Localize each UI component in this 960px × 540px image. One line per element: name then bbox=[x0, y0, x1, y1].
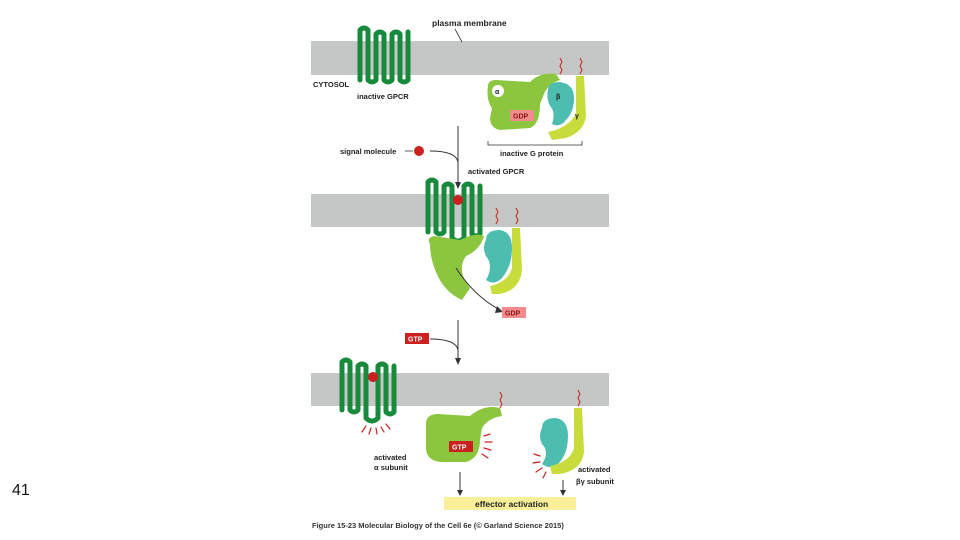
pointer-plasma-membrane bbox=[454, 28, 463, 43]
label-effector-activation: effector activation bbox=[475, 499, 548, 509]
lipid-anchor-3 bbox=[495, 207, 499, 225]
label-activated-bg-2: βγ subunit bbox=[576, 477, 614, 486]
label-plasma-membrane: plasma membrane bbox=[432, 18, 507, 28]
beta-gamma-glow bbox=[532, 453, 547, 479]
label-cytosol: CYTOSOL bbox=[313, 80, 350, 89]
gamma-subunit-inactive bbox=[548, 76, 586, 140]
alpha-subunit-inactive bbox=[487, 73, 560, 130]
bound-signal-molecule bbox=[453, 195, 463, 205]
arrowhead-signal bbox=[455, 182, 461, 189]
gdp-badge-bound bbox=[510, 110, 534, 121]
alpha-subunit-middle bbox=[428, 234, 484, 300]
gpcr-bottom-glow bbox=[361, 423, 391, 435]
membrane-top bbox=[311, 41, 609, 75]
label-inactive-gpcr: inactive GPCR bbox=[357, 92, 409, 101]
arrowhead-alpha-effector bbox=[457, 490, 463, 496]
arrowhead-gdp-release bbox=[495, 306, 503, 313]
signal-molecule bbox=[414, 146, 424, 156]
lipid-anchor-5 bbox=[499, 391, 503, 409]
arrow-gdp-release bbox=[455, 267, 501, 311]
lipid-anchor-2 bbox=[579, 57, 583, 75]
figure-caption: Figure 15-23 Molecular Biology of the Ce… bbox=[312, 521, 564, 530]
membrane-bottom bbox=[311, 373, 609, 406]
arrow-gtp bbox=[429, 320, 459, 362]
gpcr-inactive bbox=[357, 25, 411, 85]
label-activated-bg-1: activated bbox=[578, 465, 611, 474]
beta-letter: β bbox=[556, 94, 561, 101]
label-activated-alpha-2: α subunit bbox=[374, 463, 408, 472]
gamma-letter: γ bbox=[575, 113, 579, 120]
arrowhead-gtp bbox=[455, 358, 461, 365]
alpha-subunit-activated bbox=[426, 407, 502, 462]
label-activated-gpcr: activated GPCR bbox=[468, 167, 525, 176]
gpcr-activated bbox=[425, 177, 483, 244]
gpcr-bottom-signal bbox=[368, 372, 378, 382]
bracket-inactive-g-protein bbox=[487, 141, 583, 146]
gpcr-bottom bbox=[339, 357, 397, 424]
arrowhead-bg-effector bbox=[560, 490, 566, 496]
gdp-badge-bound-text: GDP bbox=[513, 114, 529, 121]
effector-activation-box bbox=[444, 497, 576, 510]
alpha-letter: α bbox=[495, 89, 500, 96]
alpha-subunit-glow bbox=[481, 433, 493, 459]
gamma-subunit-middle bbox=[490, 228, 522, 294]
beta-subunit-activated bbox=[540, 418, 568, 467]
gtp-badge-bound bbox=[449, 441, 473, 452]
lipid-anchor-4 bbox=[515, 207, 519, 225]
gtp-badge-free bbox=[405, 333, 429, 344]
beta-subunit-middle bbox=[484, 230, 512, 283]
gdp-badge-released-text: GDP bbox=[505, 311, 521, 318]
gdp-badge-released bbox=[502, 307, 526, 318]
beta-subunit-inactive bbox=[547, 82, 574, 126]
gtp-badge-free-text: GTP bbox=[408, 337, 423, 344]
lipid-anchor-6 bbox=[577, 389, 581, 407]
slide-number: 41 bbox=[12, 482, 30, 499]
label-signal-molecule: signal molecule bbox=[340, 147, 396, 156]
arrow-signal bbox=[429, 126, 459, 186]
label-inactive-g-protein: inactive G protein bbox=[500, 149, 564, 158]
label-activated-alpha-1: activated bbox=[374, 453, 407, 462]
gamma-subunit-activated bbox=[550, 408, 584, 474]
lipid-anchor-1 bbox=[559, 57, 563, 75]
alpha-letter-bg bbox=[492, 85, 504, 97]
gtp-badge-bound-text: GTP bbox=[452, 445, 467, 452]
